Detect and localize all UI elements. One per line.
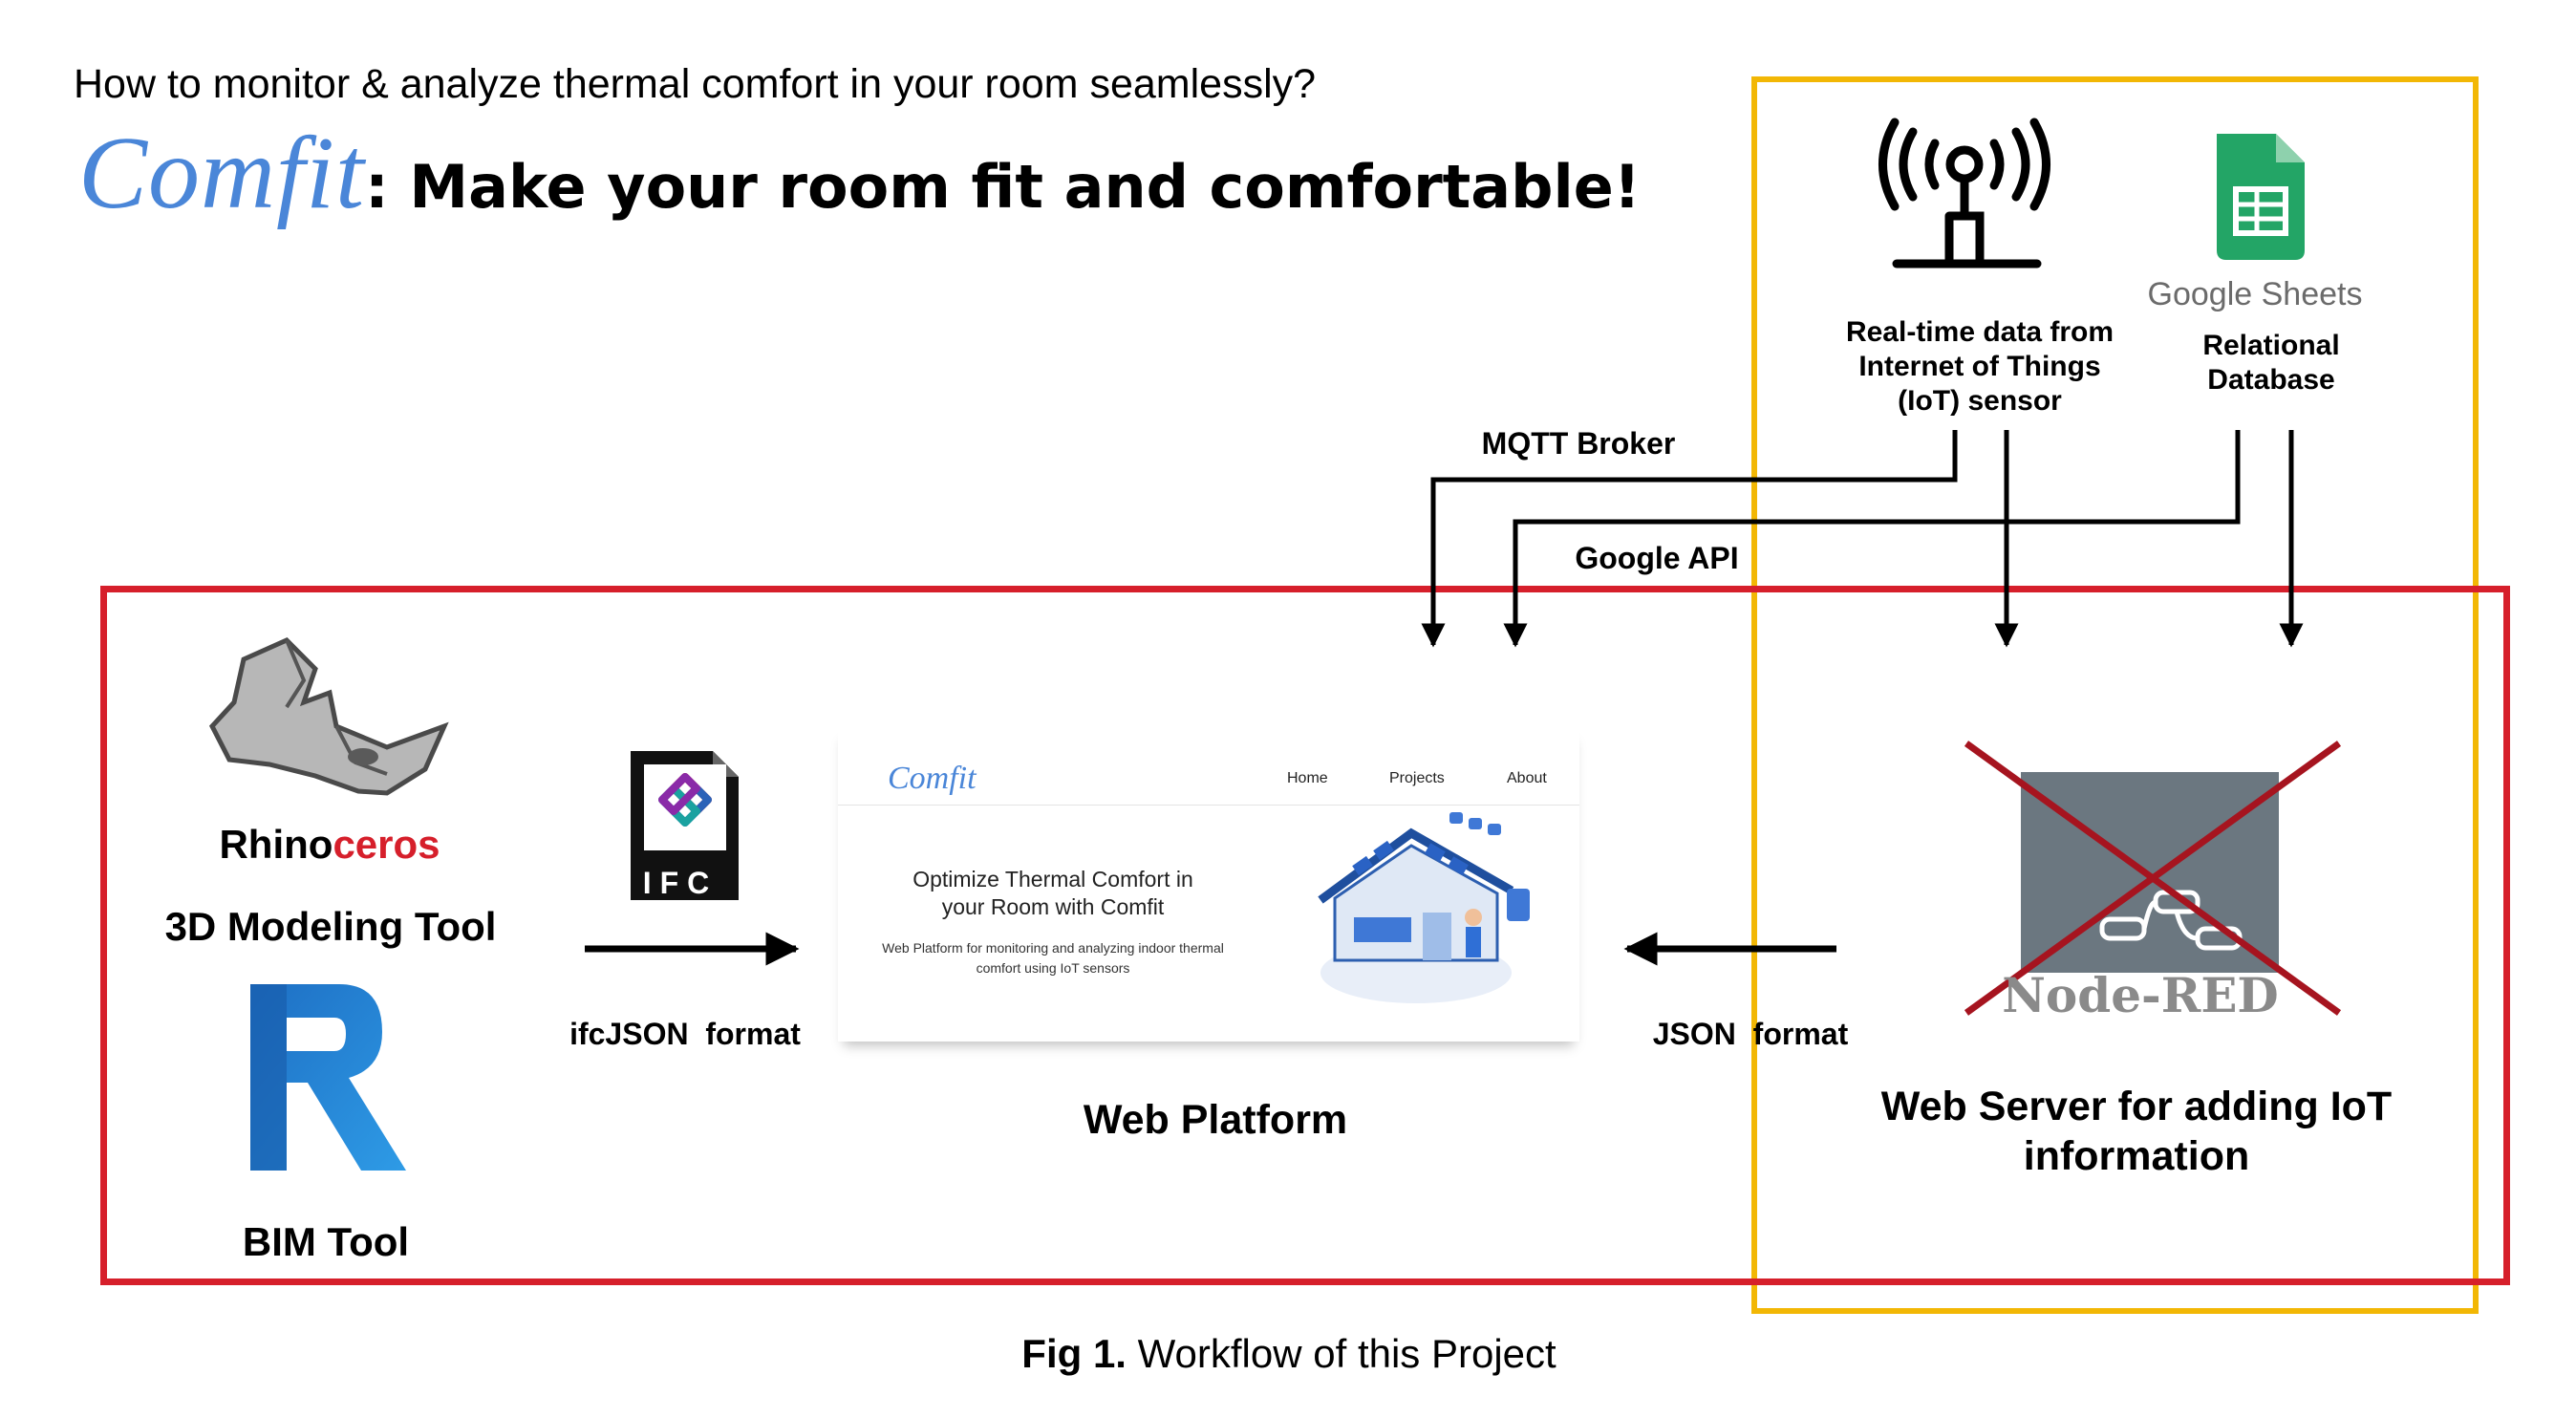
google-sheets-logo-text: Google Sheets	[2147, 276, 2363, 312]
tagline: : Make your room fit and comfortable!	[365, 152, 1642, 222]
iot-sensor-label: Real-time data from Internet of Things (…	[1845, 316, 2114, 417]
platform-frame	[100, 586, 2510, 1285]
mock-nav-home[interactable]: Home	[1287, 770, 1328, 786]
web-platform-screenshot: Comfit Home Projects About Optimize Ther…	[838, 726, 1579, 1042]
web-server-label: Web Server for adding IoT information	[1880, 1084, 2393, 1179]
web-platform-label: Web Platform	[1083, 1097, 1348, 1143]
revit-icon	[250, 984, 406, 1171]
mqtt-broker-label: MQTT Broker	[1481, 426, 1676, 461]
brand-logo: Comfit	[78, 117, 366, 230]
rhino-icon	[208, 637, 449, 796]
mock-hero-subtitle: Web Platform for monitoring and analyzin…	[882, 940, 1224, 976]
deprecated-cross-icon	[1964, 741, 2342, 1016]
google-api-label: Google API	[1575, 541, 1739, 575]
question-text: How to monitor & analyze thermal comfort…	[74, 61, 1317, 107]
mock-nav-projects[interactable]: Projects	[1389, 770, 1445, 786]
google-api-connector	[1503, 430, 2241, 648]
ifcjson-format-label: ifcJSON format	[569, 1017, 801, 1051]
modeling-tool-label: 3D Modeling Tool	[164, 904, 497, 949]
mock-nav-about[interactable]: About	[1507, 770, 1547, 786]
mock-divider	[838, 805, 1579, 806]
rhinoceros-wordmark: Rhinoceros	[219, 822, 440, 867]
mqtt-connector	[1421, 430, 1958, 648]
mock-brand-logo: Comfit	[888, 761, 977, 796]
figure-caption: Fig 1. Workflow of this Project	[1021, 1331, 1556, 1376]
json-format-label: JSON format	[1652, 1017, 1849, 1051]
ifc-file-icon	[631, 751, 739, 900]
iot-antenna-icon	[1878, 118, 2050, 269]
relational-database-label: Relational Database	[2202, 330, 2340, 396]
bim-tool-label: BIM Tool	[242, 1219, 410, 1264]
google-sheets-icon	[2217, 134, 2305, 260]
iot-data-frame	[1751, 76, 2479, 1314]
mock-hero-title: Optimize Thermal Comfort in your Room wi…	[912, 867, 1193, 919]
headline: Comfit : Make your room fit and comforta…	[78, 115, 1641, 233]
ifc-badge-text: IFC	[642, 866, 719, 900]
smart-house-illustration	[1318, 812, 1530, 1003]
node-red-logo-text: Node-RED	[2002, 967, 2279, 1023]
